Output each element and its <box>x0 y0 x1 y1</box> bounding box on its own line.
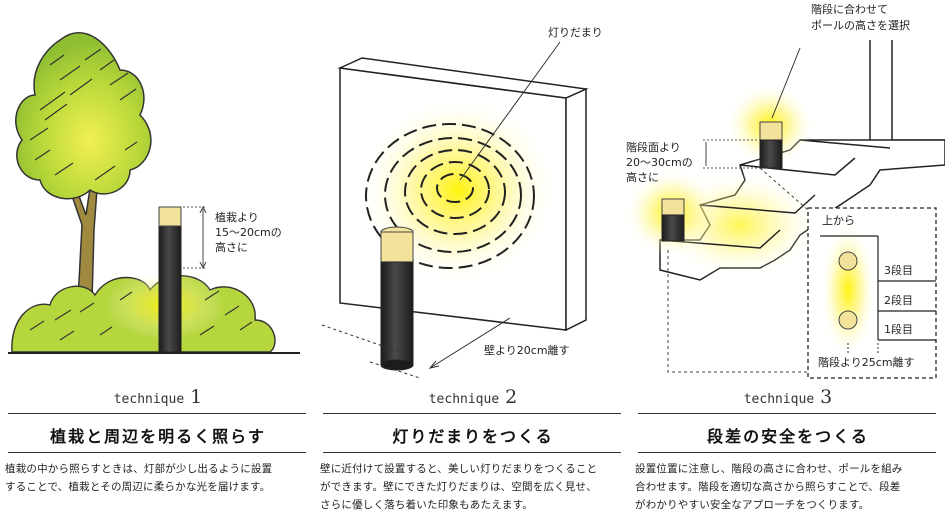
step-label-1: 1段目 <box>884 323 913 336</box>
technique-word: technique <box>743 392 815 407</box>
divider <box>638 452 936 453</box>
body-line: さらに優しく落ち着いた印象もあたえます。 <box>320 499 533 511</box>
technique-2-label: technique 2 <box>323 386 623 408</box>
upper-bollard-lamp <box>759 121 783 141</box>
light-pool-label: 灯りだまり <box>548 26 603 39</box>
bollard-lamp <box>158 206 182 227</box>
technique-number: 3 <box>820 386 833 408</box>
technique-number: 1 <box>190 386 203 408</box>
technique-1-label: technique 1 <box>8 386 308 408</box>
tree-hatching <box>29 48 138 181</box>
panel1-illustration <box>8 32 300 354</box>
light-pool-leader <box>459 41 561 181</box>
bush-hatching <box>29 290 253 341</box>
upper-bollard-pole <box>759 139 783 169</box>
lower-bollard-lamp <box>661 198 685 216</box>
panel2-illustration <box>321 41 589 379</box>
railing <box>869 40 945 141</box>
tree-crown <box>15 32 152 200</box>
bollard-pole <box>380 261 414 366</box>
body-line: がわかりやすい安全なアプローチをつくります。 <box>635 499 870 511</box>
tree-trunk <box>69 174 99 301</box>
body-line: 設置位置に注意し、階段の高さに合わせ、ポールを組み <box>635 463 903 475</box>
light-pool-rings <box>365 123 535 269</box>
annotation-line: 15〜20cmの <box>215 226 282 239</box>
annotation-line: 20〜30cmの <box>626 156 693 169</box>
technique-1-heading: 植栽と周辺を明るく照らす <box>50 427 266 446</box>
top-view-pole-lower <box>838 310 858 330</box>
divider <box>8 452 306 453</box>
bollard-pole <box>158 224 182 353</box>
technique-3-heading: 段差の安全をつくる <box>707 427 869 446</box>
technique-1-body: 植栽の中から照らすときは、灯部が少し出るように設置 することで、植栽とその周辺に… <box>5 460 310 496</box>
inset-distance-label: 階段より25cm離す <box>818 356 915 369</box>
panel3-illustration <box>624 40 945 379</box>
step-label-3: 3段目 <box>884 264 913 277</box>
body-line: 合わせます。階段を適切な高さから照らすことで、段差 <box>635 481 901 493</box>
annotation-line: 高さに <box>626 171 659 184</box>
body-line: 植栽の中から照らすときは、灯部が少し出るように設置 <box>5 463 273 475</box>
lower-bollard-pole <box>661 214 685 242</box>
bollard-lamp <box>380 231 414 263</box>
inset-title: 上から <box>822 214 855 227</box>
technique-3-body: 設置位置に注意し、階段の高さに合わせ、ポールを組み 合わせます。階段を適切な高さ… <box>635 460 940 514</box>
divider <box>8 413 306 414</box>
annotation-line: 高さに <box>215 241 248 254</box>
annotation-line: 階段面より <box>626 141 681 154</box>
illustration-canvas <box>8 32 945 379</box>
technique-number: 2 <box>505 386 518 408</box>
technique-2-body: 壁に近付けて設置すると、美しい灯りだまりをつくること ができます。壁にできた灯り… <box>320 460 625 514</box>
distance-label: 壁より20cm離す <box>484 344 570 357</box>
step-height-annotation: 階段面より 20〜30cmの 高さに <box>626 140 693 185</box>
body-line: ができます。壁にできた灯りだまりは、空間を広く見せ、 <box>320 481 597 493</box>
wall-side <box>565 87 587 332</box>
body-line: 壁に近付けて設置すると、美しい灯りだまりをつくること <box>320 463 598 475</box>
divider <box>323 452 621 453</box>
wall-top <box>337 57 589 99</box>
technique-word: technique <box>113 392 185 407</box>
pole-height-callout: 階段に合わせて ポールの高さを選択 <box>811 2 910 34</box>
top-view-pole-upper <box>838 251 858 271</box>
divider <box>638 413 936 414</box>
technique-word: technique <box>428 392 500 407</box>
technique-2-heading: 灯りだまりをつくる <box>392 427 554 446</box>
callout-line: ポールの高さを選択 <box>811 19 910 32</box>
callout-line: 階段に合わせて <box>811 3 888 16</box>
step-label-2: 2段目 <box>884 294 913 307</box>
technique-3-label: technique 3 <box>638 386 938 408</box>
divider <box>323 413 621 414</box>
panel1-height-annotation: 植栽より 15〜20cmの 高さに <box>215 210 282 255</box>
body-line: することで、植栽とその周辺に柔らかな光を届けます。 <box>5 481 271 493</box>
annotation-line: 植栽より <box>215 211 259 224</box>
